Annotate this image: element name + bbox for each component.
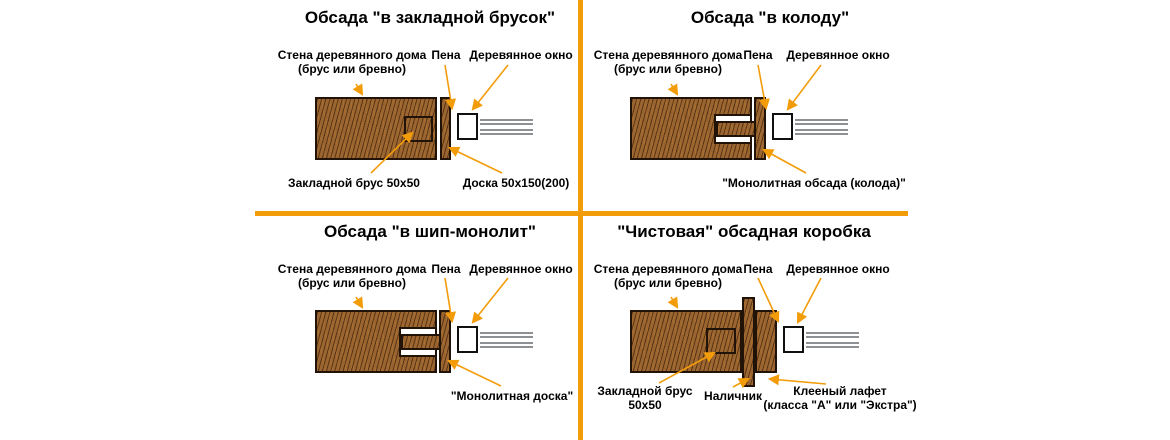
window-line [795, 129, 848, 131]
arrow-wall [667, 296, 679, 309]
window-line [795, 119, 848, 121]
arrow-window [471, 64, 509, 111]
label-board: Доска 50x150(200) [462, 176, 570, 190]
glued-lafet-casing [755, 310, 777, 373]
label-lafet: Клееный лафет (класса "А" или "Экстра") [763, 384, 917, 413]
wall-cross-section [315, 310, 437, 373]
quadrant-title: Обсада "в шип-монолит" [324, 222, 536, 241]
casing-board [440, 97, 451, 160]
casing-tenon [716, 121, 756, 137]
window-line [806, 336, 859, 338]
label-wall: Стена деревянного дома (брус или бревно) [277, 48, 427, 77]
window-frame [783, 326, 804, 353]
monolithic-casing [754, 97, 766, 160]
trim-nalichnik [742, 297, 755, 387]
label-window: Деревянное окно [786, 262, 890, 276]
window-line [806, 332, 859, 334]
window-profile-lines [480, 119, 533, 135]
label-window: Деревянное окно [469, 48, 573, 62]
embedded-bar [404, 116, 433, 142]
window-line [795, 133, 848, 135]
label-monolithic-board: "Монолитная доска" [450, 389, 574, 403]
arrow-wall [352, 83, 364, 96]
window-frame [457, 326, 478, 353]
label-foam: Пена [743, 48, 773, 62]
window-frame [772, 113, 793, 140]
arrow-wall [667, 83, 679, 96]
window-line [480, 129, 533, 131]
monolithic-board [439, 310, 451, 373]
embedded-bar [706, 328, 736, 354]
label-wall: Стена деревянного дома (брус или бревно) [593, 262, 743, 291]
label-foam: Пена [431, 262, 461, 276]
label-monolithic-casing: "Монолитная обсада (колода)" [722, 176, 906, 190]
quadrant-title: "Чистовая" обсадная коробка [617, 222, 871, 241]
window-line [480, 336, 533, 338]
label-wall: Стена деревянного дома (брус или бревно) [277, 262, 427, 291]
divider-horizontal [255, 211, 908, 216]
arrow-wall [352, 296, 364, 309]
window-line [480, 133, 533, 135]
arrow-window [786, 64, 822, 111]
window-profile-lines [806, 332, 859, 348]
window-line [480, 123, 533, 125]
quadrant-title: Обсада "в колоду" [690, 8, 850, 27]
window-line [806, 342, 859, 344]
label-trim: Наличник [704, 389, 762, 403]
board-tenon [401, 334, 441, 350]
window-line [480, 346, 533, 348]
label-window: Деревянное окно [786, 48, 890, 62]
arrow-monolithic-casing [762, 148, 807, 174]
arrow-window [796, 277, 822, 324]
window-frame [457, 113, 478, 140]
label-foam: Пена [431, 48, 461, 62]
label-foam: Пена [743, 262, 773, 276]
divider-vertical [578, 0, 583, 440]
label-wall: Стена деревянного дома (брус или бревно) [593, 48, 743, 77]
arrow-monolithic-board [446, 359, 502, 387]
window-line [480, 119, 533, 121]
window-profile-lines [795, 119, 848, 135]
window-profile-lines [480, 332, 533, 348]
label-window: Деревянное окно [469, 262, 573, 276]
quadrant-title: Обсада "в закладной брусок" [304, 8, 556, 27]
arrow-board [447, 146, 503, 174]
label-embedded-bar: Закладной брус 50x50 [288, 176, 420, 190]
window-line [480, 332, 533, 334]
label-embedded-bar: Закладной брус 50x50 [597, 384, 693, 413]
window-line [795, 123, 848, 125]
window-line [480, 342, 533, 344]
window-line [806, 346, 859, 348]
arrow-window [471, 277, 509, 324]
